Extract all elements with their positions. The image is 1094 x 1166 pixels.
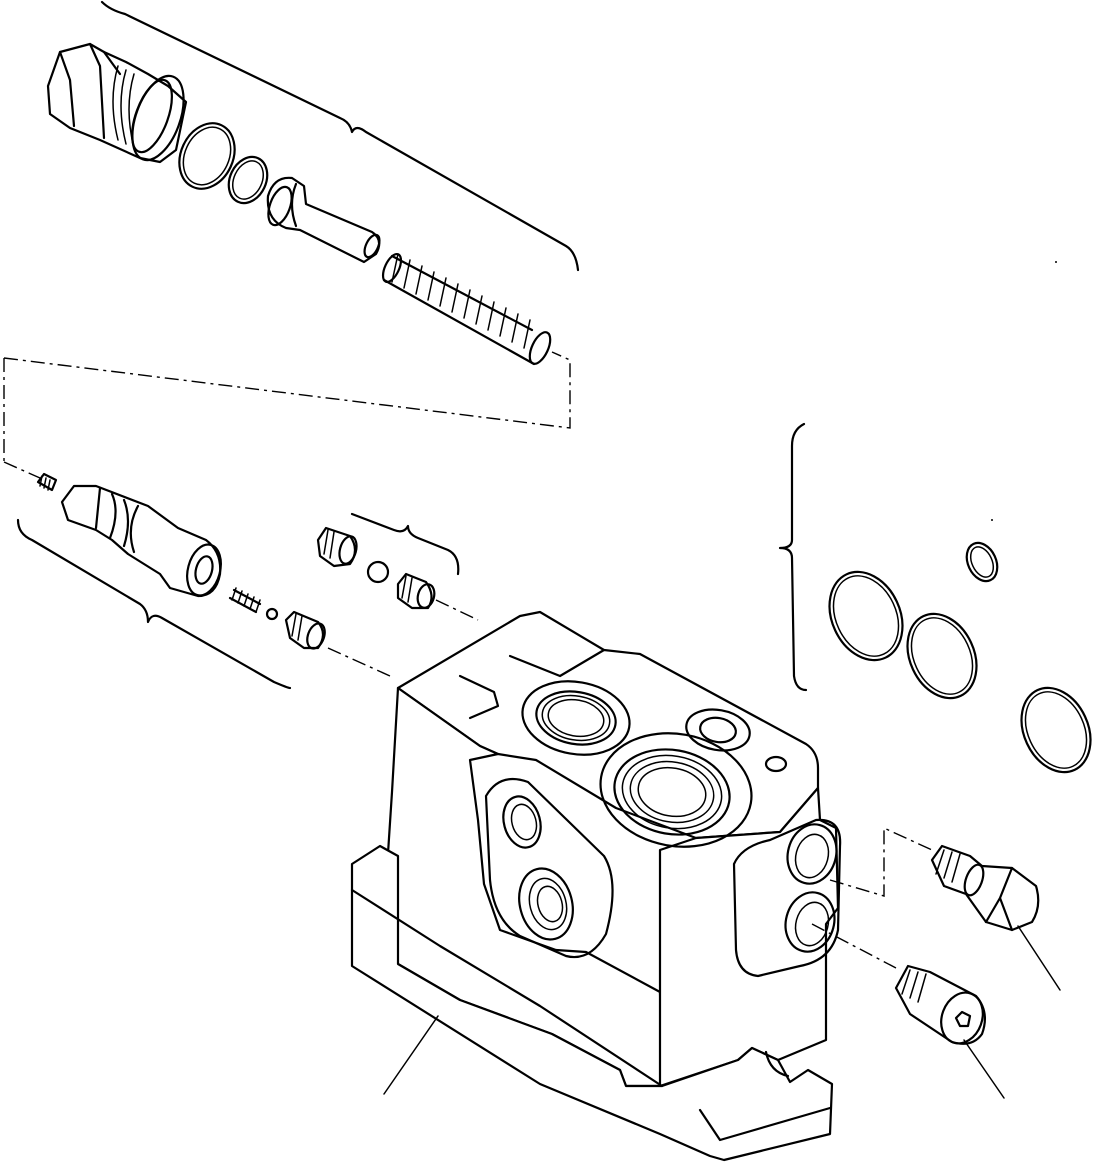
dashed-leader-top bbox=[3, 351, 571, 462]
poppet-icon[interactable] bbox=[264, 176, 383, 264]
dashed-leader-seat bbox=[327, 647, 391, 677]
dashed-leader-sleeve bbox=[3, 461, 41, 479]
bracket-check-group bbox=[350, 512, 460, 576]
check-plug-icon[interactable] bbox=[396, 572, 437, 610]
o-ring-large-icon[interactable] bbox=[169, 114, 245, 198]
leader-socket-plug bbox=[963, 1039, 1005, 1099]
dashed-leader-hex-plug bbox=[829, 826, 933, 897]
check-seat-icon[interactable] bbox=[316, 526, 359, 568]
bracket-top bbox=[100, 0, 580, 272]
leader-valve-body bbox=[383, 1015, 439, 1095]
cap-plug-icon[interactable] bbox=[46, 42, 194, 167]
dashed-leader-check bbox=[435, 599, 479, 621]
check-ball-icon[interactable] bbox=[366, 560, 390, 584]
socket-plug-icon[interactable] bbox=[894, 964, 990, 1049]
hex-plug-icon[interactable] bbox=[930, 844, 1040, 932]
stray-dot-2 bbox=[991, 519, 993, 521]
leader-hex-plug bbox=[1017, 925, 1061, 991]
ball-icon[interactable] bbox=[265, 607, 279, 621]
o-ring-set-icon[interactable] bbox=[816, 538, 1094, 783]
sleeve-icon[interactable] bbox=[60, 484, 226, 599]
set-screw-icon[interactable] bbox=[36, 472, 58, 492]
dashed-leader-socket-plug bbox=[811, 923, 897, 969]
stray-dot bbox=[1055, 261, 1057, 263]
o-ring-small-icon[interactable] bbox=[222, 151, 275, 210]
seat-icon[interactable] bbox=[284, 610, 328, 651]
bracket-middle-left bbox=[16, 518, 292, 690]
bracket-right bbox=[778, 422, 808, 692]
valve-body-icon[interactable] bbox=[350, 610, 843, 1162]
spring-icon[interactable] bbox=[379, 251, 554, 366]
small-spring-icon[interactable] bbox=[228, 587, 262, 614]
